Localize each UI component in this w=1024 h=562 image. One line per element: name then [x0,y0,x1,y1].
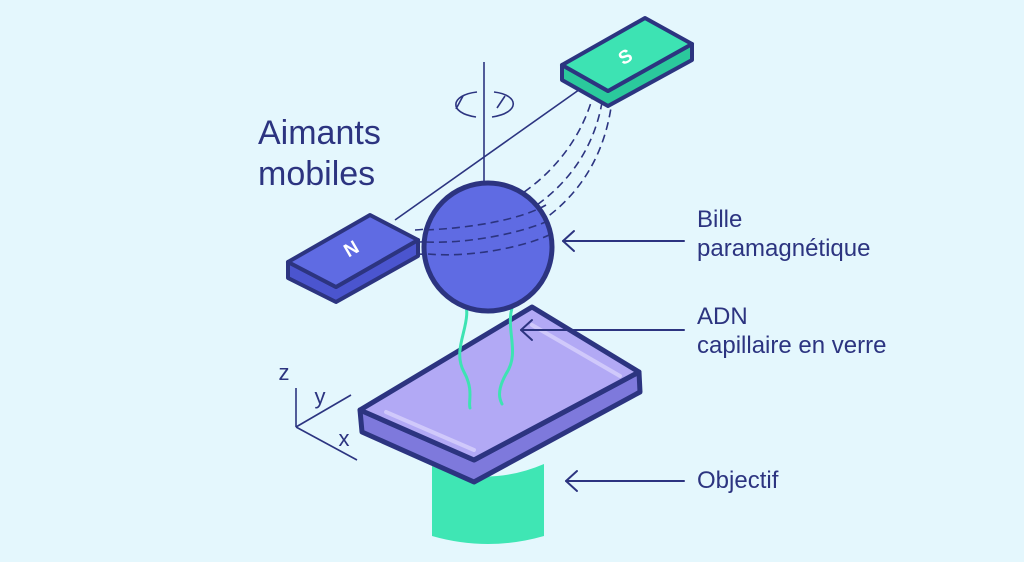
callout-arrows [520,230,685,492]
bead-label-line1: Bille [697,206,743,233]
glass-capillary-label: capillaire en verre [697,332,887,360]
axis-y-label: y [315,384,326,409]
objective-callout-arrow [565,470,685,492]
dna-capillary-label: ADN capillaire en verre [697,302,886,361]
rotation-arrow-icon [455,91,514,118]
glass-capillary [357,304,643,485]
axis-z-label: z [279,360,290,385]
bead-label: Bille paramagnétique [697,205,870,264]
bead-label-line2: paramagnétique [697,235,871,263]
axis-x-label: x [339,426,350,451]
bead-callout-arrow [562,230,685,252]
north-magnet [286,213,420,304]
paramagnetic-bead [421,180,555,314]
south-magnet [560,16,694,108]
field-lines-through-bead [425,204,552,256]
moving-magnets-label: Aimants mobiles [258,113,381,195]
capillary-callout-arrow [520,319,685,341]
moving-magnets-label-line2: mobiles [258,154,376,193]
objective-lens [432,464,544,544]
objective-label: Objectif [697,467,779,494]
dna-label: ADN [697,303,748,330]
coordinate-axes [295,388,358,461]
dna-strands [458,294,517,410]
moving-magnets-label-line1: Aimants [258,114,381,152]
